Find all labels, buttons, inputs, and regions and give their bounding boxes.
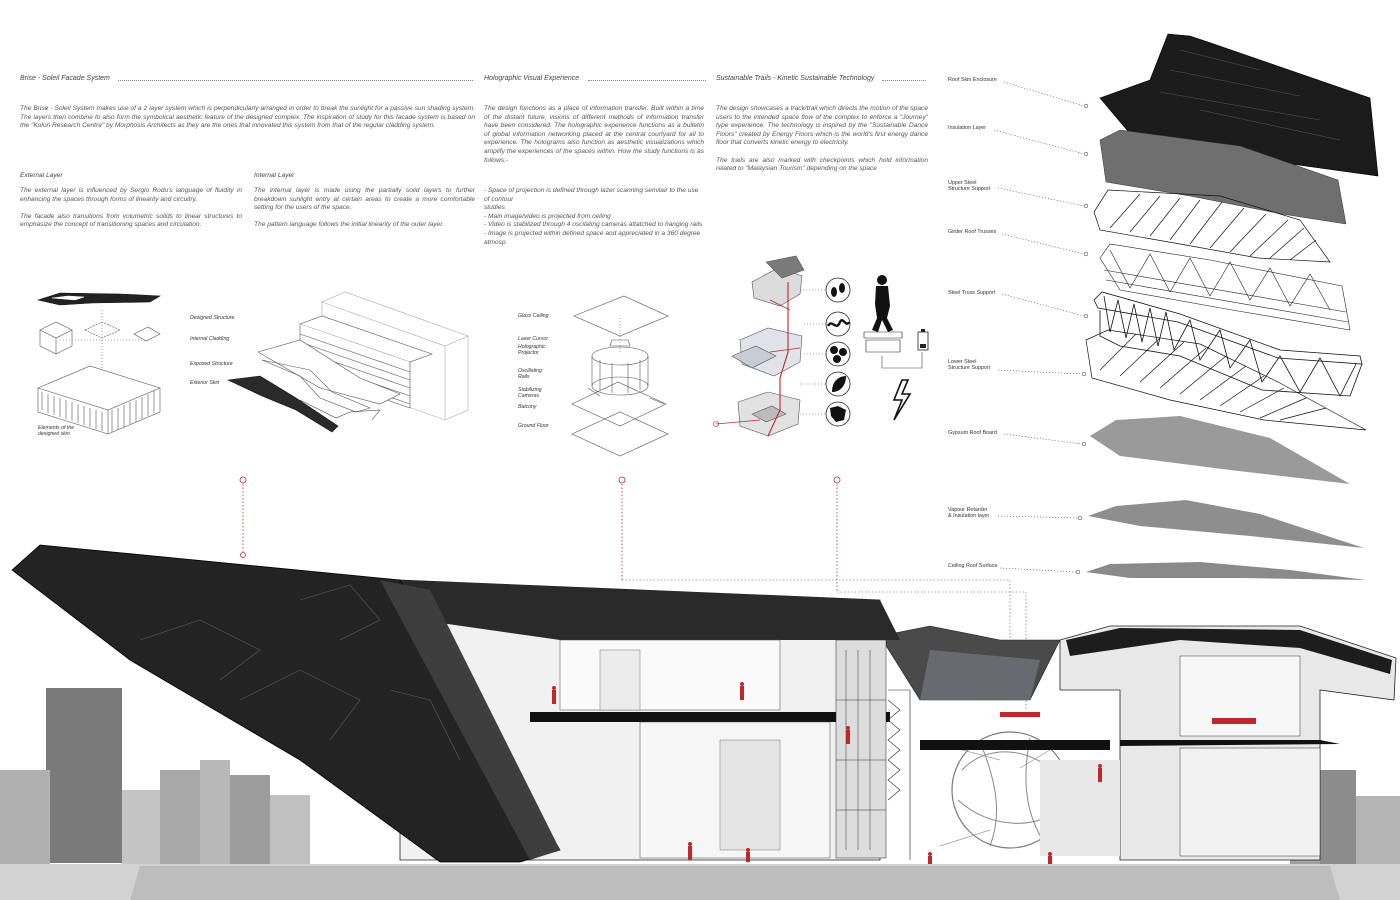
connector-lines-grey <box>622 579 1027 710</box>
roof-label-lower-steel: Lower Steel Structure Support <box>948 359 991 372</box>
holo-label-oscillating-rails: Oscillating Rails <box>518 368 542 381</box>
insulation-layer <box>1099 129 1347 225</box>
holo-label-laser-cursor: Laser Cursor <box>518 336 548 342</box>
ceiling-roof-surface <box>1086 562 1366 580</box>
internal-layer-title: Internal Layer <box>254 172 295 179</box>
city-skyline <box>0 688 1400 865</box>
external-layer-body: The external layer is influenced by Serg… <box>20 187 242 229</box>
roof-label-steel-truss: Steel Truss Support <box>948 290 996 296</box>
skin-label-exposed-structure: Exposed Structure <box>190 361 233 367</box>
trails-title: Sustainable Trails - Kinetic Sustainable… <box>716 75 875 82</box>
trails-diagram <box>713 255 826 437</box>
roof-label-ceiling-surface: Ceiling Roof Surface <box>948 563 998 569</box>
roof-label-girder-trusses: Girder Roof Trusses <box>948 229 997 235</box>
person-icon <box>863 275 903 353</box>
gypsum-roof-board <box>1090 416 1350 484</box>
holo-bullets: - Space of projection is defined through… <box>484 187 703 246</box>
roof-label-upper-steel: Upper Steel Structure Support <box>948 180 991 193</box>
wave-icon <box>825 311 851 337</box>
brise-title: Brise - Soleil Facade System <box>20 75 110 82</box>
building-section <box>0 544 1400 900</box>
girder-roof-trusses <box>1099 243 1351 331</box>
brise-body: The Brise - Soleil System makes use of a… <box>20 105 475 130</box>
internal-layer-body: The internal layer is made using the par… <box>254 187 475 229</box>
roof-label-insulation: Insulation Layer <box>948 125 987 131</box>
skin-label-exterior-skin: Exterior Skin <box>190 380 220 386</box>
pie-icon <box>825 341 851 367</box>
holo-title-rule <box>588 80 706 81</box>
holo-label-projector: Holographic Projector <box>518 344 546 357</box>
skin-elements-diagram <box>36 292 162 435</box>
lower-steel-structure <box>1085 329 1367 431</box>
footprint-icon <box>825 277 851 303</box>
roof-label-vapour-retarder: Vapour Retarder & Insulation layer <box>948 507 990 520</box>
exploded-roof-diagram <box>1085 33 1379 580</box>
arrow-line <box>881 352 923 369</box>
external-layer-title: External Layer <box>20 172 63 179</box>
steel-truss-support <box>1093 291 1363 397</box>
holo-title: Holographic Visual Experience <box>484 75 580 82</box>
leaf-icon <box>825 371 851 397</box>
holo-diagram <box>571 295 669 457</box>
skin-label-designed-structure: Designed Structure <box>190 315 235 321</box>
elements-caption: Elements of the designed skin <box>38 425 75 438</box>
lightning-icon <box>892 379 912 421</box>
holo-label-glass-ceiling: Glass Ceiling <box>518 313 549 319</box>
holo-label-ground-floor: Ground Floor <box>518 423 549 429</box>
roof-label-gypsum: Gypsum Roof Board <box>948 430 997 436</box>
roof-leader-lines <box>993 81 1089 575</box>
trails-title-rule <box>882 80 926 81</box>
skin-layers-diagram <box>226 291 469 433</box>
holo-label-balcony: Balcony <box>518 404 537 410</box>
skin-label-internal-cladding: Internal Cladding <box>190 336 230 342</box>
battery-icon <box>917 329 929 351</box>
brise-title-rule <box>118 80 473 81</box>
holo-body: The design functions as a place of infor… <box>484 105 704 164</box>
vapour-retarder <box>1088 500 1364 548</box>
upper-steel-structure <box>1093 189 1331 263</box>
roof-skin-enclosure <box>1099 33 1379 177</box>
map-icon <box>825 401 851 427</box>
holo-label-stabilizing-cameras: Stabilizing Cameras <box>518 387 542 400</box>
roof-label-skin-enclosure: Roof Skin Enclosure <box>948 77 997 83</box>
trails-body: The design showcases a track/trail which… <box>716 105 928 173</box>
connector-lines <box>239 476 841 592</box>
